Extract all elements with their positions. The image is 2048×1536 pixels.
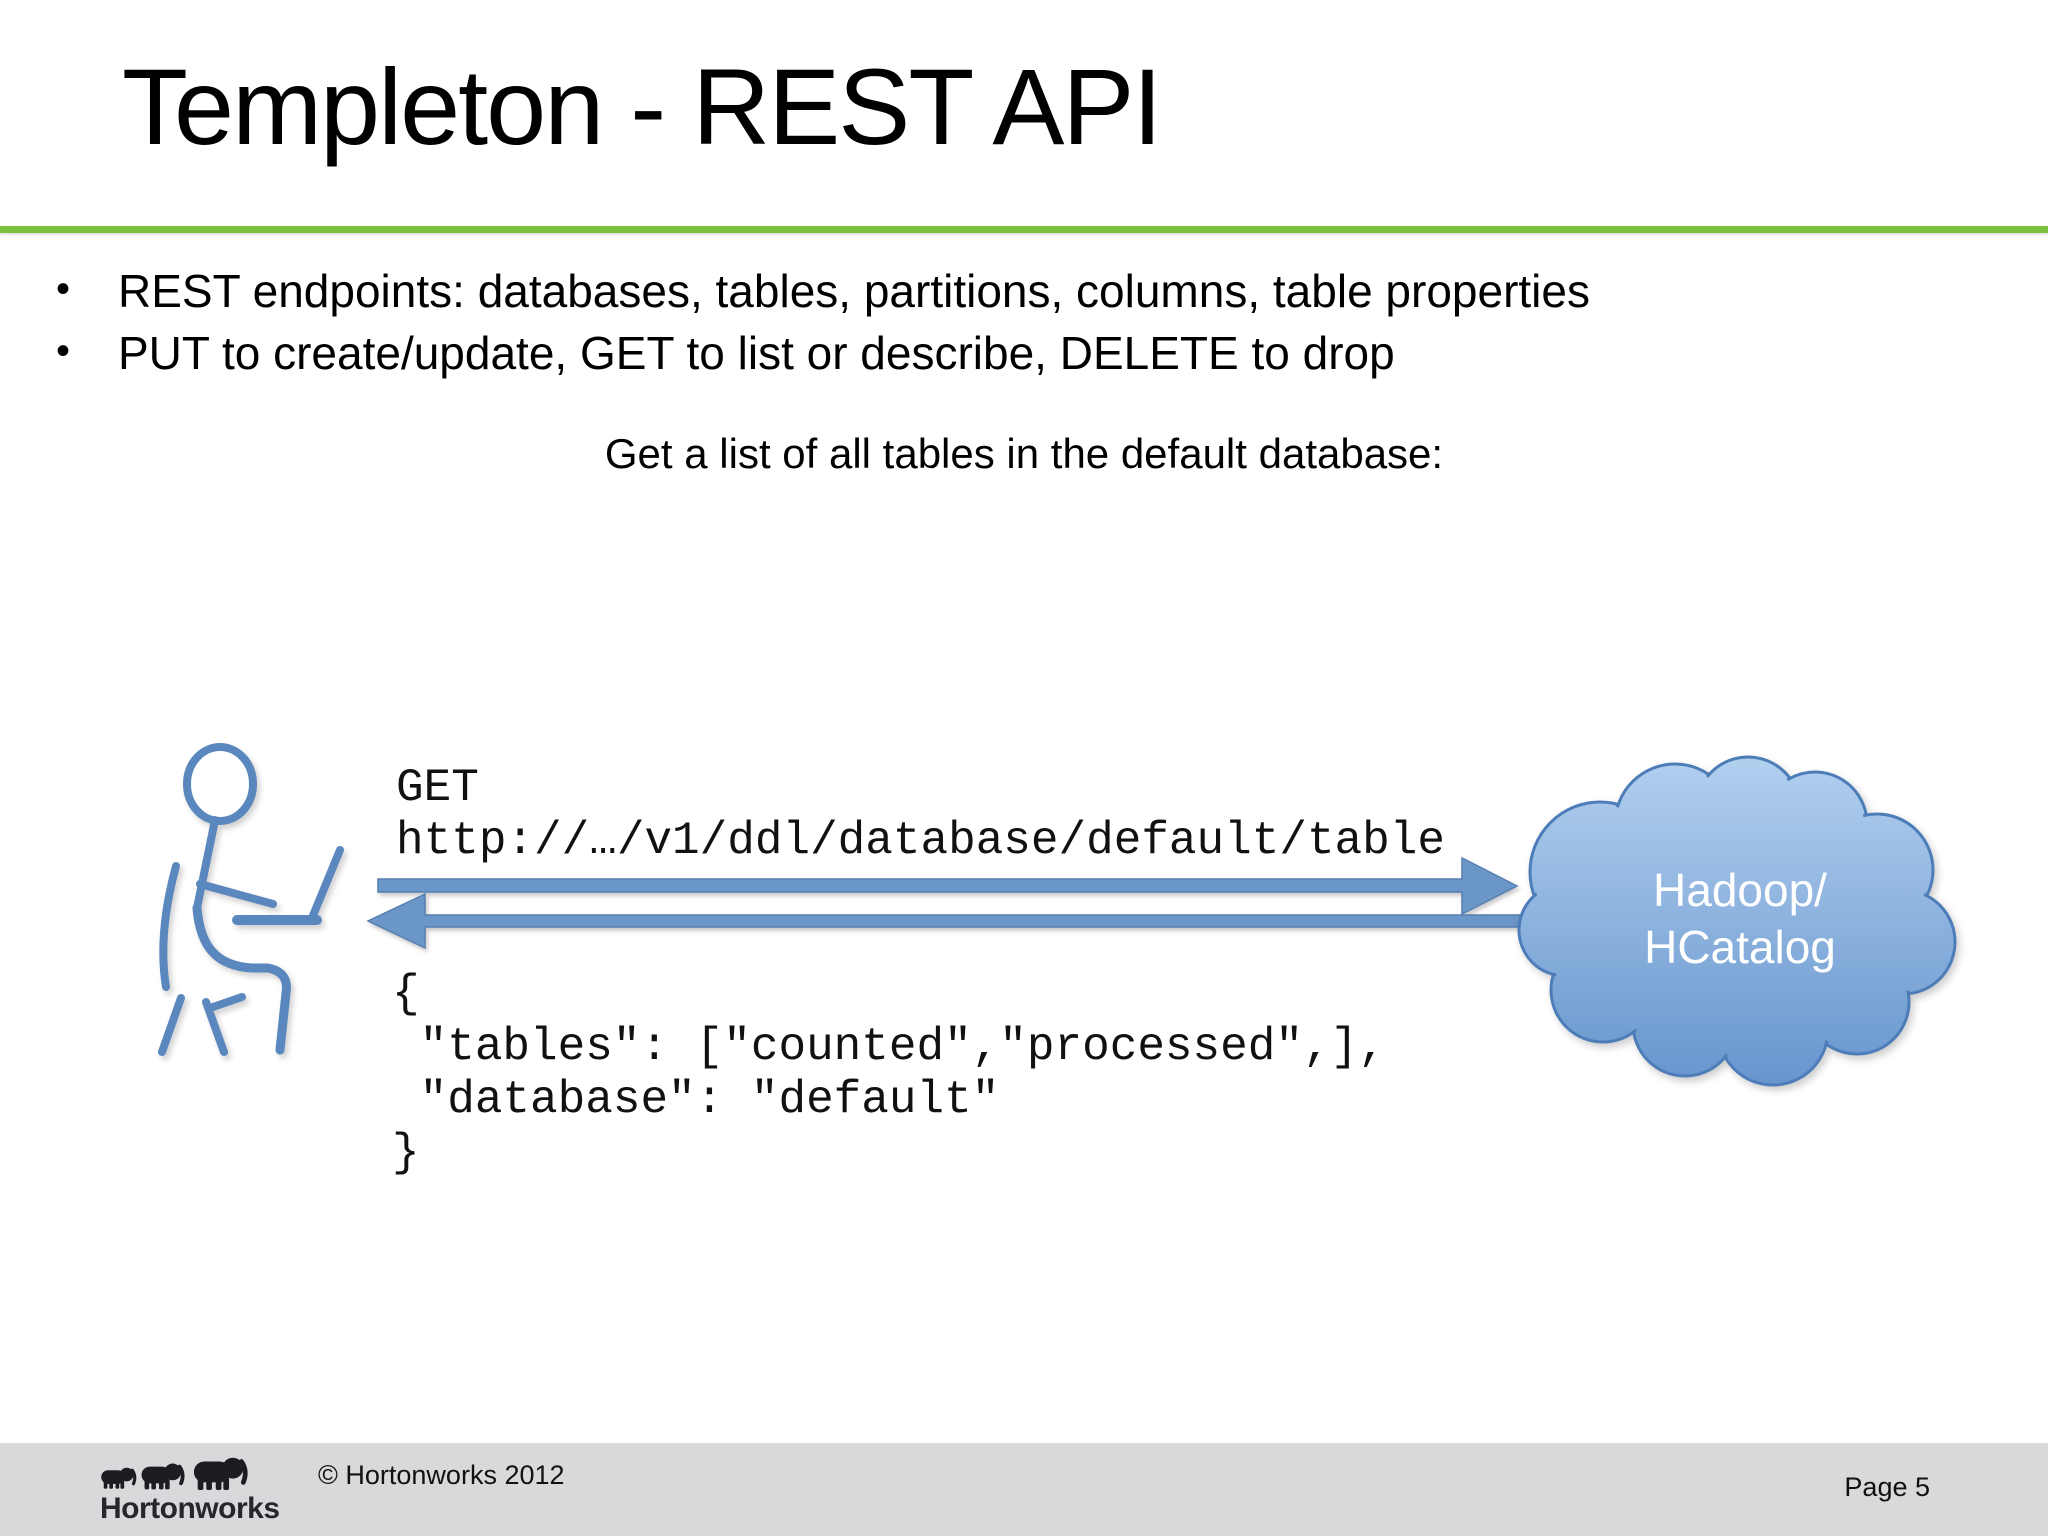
request-arrow-right-icon [377, 856, 1519, 916]
bullet-item: • PUT to create/update, GET to list or d… [50, 322, 1900, 384]
bullet-dot: • [56, 267, 71, 311]
copyright-text: © Hortonworks 2012 [318, 1460, 565, 1490]
diagram-caption: Get a list of all tables in the default … [604, 430, 1444, 477]
page-title: Templeton - REST API [122, 46, 1162, 167]
title-underline [0, 226, 2048, 233]
bullet-text: PUT to create/update, GET to list or des… [118, 327, 1395, 379]
footer-bar [0, 1443, 2048, 1536]
request-code: GET http://…/v1/ddl/database/default/tab… [396, 762, 1445, 867]
bullet-dot: • [56, 329, 71, 373]
cloud-label: Hadoop/ HCatalog [1530, 862, 1950, 976]
hortonworks-logo-text: Hortonworks [100, 1492, 280, 1525]
bullet-text: REST endpoints: databases, tables, parti… [118, 265, 1590, 317]
cloud-label-line2: HCatalog [1644, 921, 1836, 973]
bullet-item: • REST endpoints: databases, tables, par… [50, 260, 1900, 322]
hortonworks-elephants-icon [100, 1450, 270, 1496]
page-number: Page 5 [1844, 1472, 1930, 1502]
hadoop-cloud-icon [1517, 755, 1957, 1087]
response-code: { "tables": ["counted","processed",], "d… [392, 968, 1386, 1179]
bullet-list: • REST endpoints: databases, tables, par… [50, 260, 1900, 384]
request-response-arrows [366, 856, 1521, 950]
stick-figure-laptop-icon [158, 743, 344, 1056]
response-arrow-left-icon [366, 892, 1521, 950]
cloud-label-line1: Hadoop/ [1653, 864, 1827, 916]
